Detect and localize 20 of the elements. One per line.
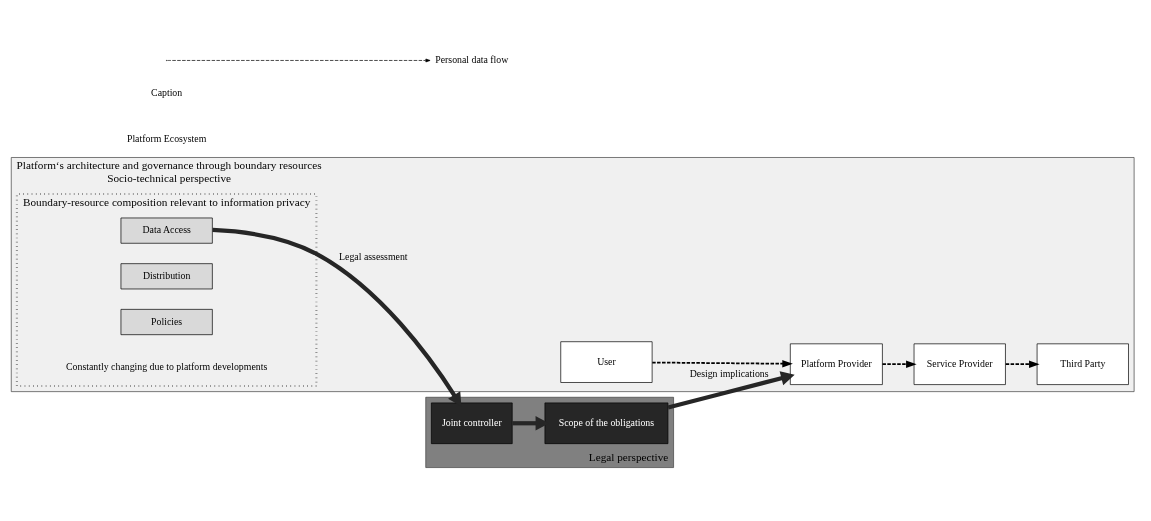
node-box: Platform Provider	[789, 343, 883, 385]
label: Platform Ecosystem	[126, 132, 207, 144]
arrow	[212, 227, 462, 407]
node-box: Distribution	[120, 263, 213, 290]
node-box: Joint controller	[431, 402, 513, 444]
node-box: Third Party	[1036, 343, 1129, 385]
node-box: Service Provider	[913, 343, 1006, 385]
node-label: Constantly changing due to platform developments	[66, 361, 268, 373]
node-box: Policies	[120, 309, 213, 336]
arrow	[667, 371, 795, 410]
edge-label: Legal assessment	[339, 251, 408, 263]
arrow	[651, 360, 793, 368]
arrow	[881, 360, 917, 368]
edge-label: Design implications	[689, 368, 769, 379]
arrow	[1004, 360, 1040, 368]
node-box: Scope of the obligations	[544, 402, 669, 444]
legend-label: Personal data flow	[435, 54, 509, 66]
node-box: Data Access	[120, 217, 213, 244]
label: Caption	[151, 87, 183, 99]
node-box: User	[560, 341, 653, 383]
